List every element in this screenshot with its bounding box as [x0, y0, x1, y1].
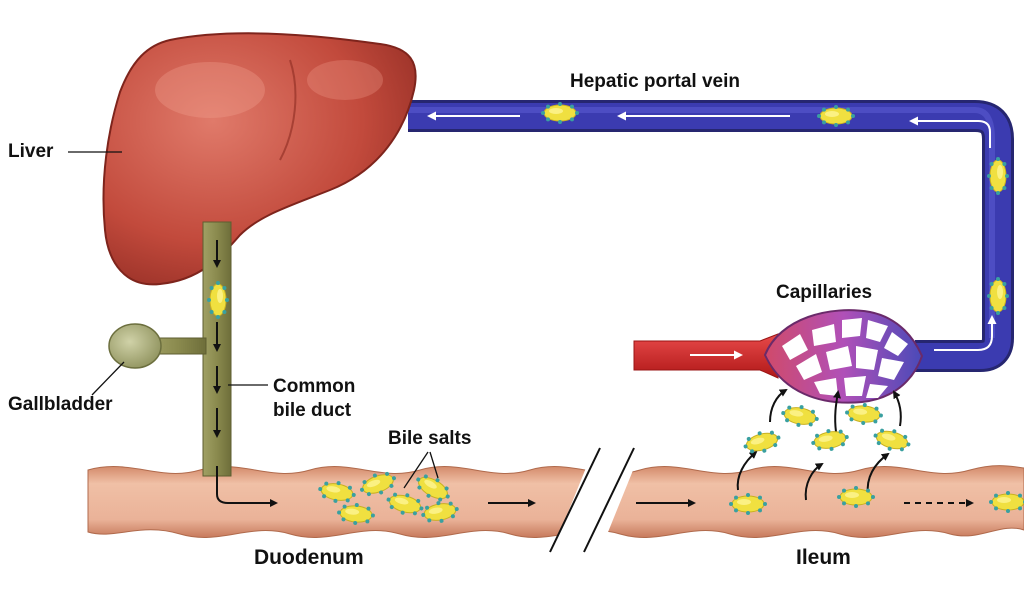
bile-salt-cluster — [207, 281, 229, 319]
absorption-arrows — [736, 388, 902, 501]
liver-body — [102, 32, 417, 286]
bile-salt-cluster — [421, 501, 459, 523]
liver — [102, 32, 417, 286]
gallbladder — [108, 323, 162, 369]
bile-salt-cluster — [360, 471, 396, 497]
bile-salt-cluster — [386, 492, 424, 516]
bile-salt-cluster — [781, 405, 819, 427]
gallbladder-leader-line — [91, 361, 125, 396]
bile-salt-cluster — [989, 491, 1024, 513]
artery — [633, 333, 779, 379]
intestine-break-gap — [550, 448, 642, 556]
bile-salt-cluster — [873, 428, 911, 452]
common-bile-duct-label-line2: bile duct — [273, 400, 352, 421]
bile-salt-cluster — [743, 430, 781, 454]
hepatic-portal-vein — [408, 100, 1014, 372]
bile-salts-label: Bile salts — [388, 428, 472, 449]
bile-salt-clusters — [207, 102, 1024, 525]
liver-lobe-line — [279, 59, 297, 161]
absorption-arrow — [804, 462, 824, 501]
absorption-arrow — [769, 388, 788, 423]
duodenum-label: Duodenum — [254, 546, 364, 569]
bile-salt-cluster — [837, 486, 875, 508]
break-line-right — [583, 447, 635, 553]
capillary-holes — [782, 318, 908, 398]
bile-salt-cluster — [416, 474, 450, 502]
common-bile-duct-label-line1: Common — [273, 376, 356, 397]
bile-salt-cluster — [337, 503, 375, 525]
flow-arrow — [909, 116, 991, 148]
bile-salt-cluster — [318, 481, 356, 503]
duct-to-intestine-arrow — [216, 466, 278, 507]
leader-lines — [68, 151, 439, 489]
bile-salt-cluster — [845, 403, 883, 425]
bile-salt-cluster — [817, 105, 855, 127]
bile-salt-cluster — [541, 102, 579, 124]
capillaries-label: Capillaries — [776, 282, 873, 303]
absorption-arrow — [833, 390, 841, 433]
absorption-arrow — [736, 450, 758, 491]
liver-label: Liver — [8, 141, 54, 162]
liver-highlight — [307, 60, 383, 100]
liver-highlight — [155, 62, 265, 118]
bile-salt-cluster — [987, 157, 1009, 195]
vein-tube-fill — [408, 103, 1011, 369]
gallbladder-label: Gallbladder — [8, 394, 113, 415]
bile-duct-system — [108, 221, 278, 507]
ileum-label: Ileum — [796, 546, 851, 569]
bile-salt-cluster — [729, 493, 767, 515]
bile-salt-cluster — [987, 277, 1009, 315]
break-line-left — [549, 447, 601, 553]
flow-arrow — [934, 315, 997, 351]
bile-salt-cluster — [811, 429, 849, 451]
bile-salts-leader-line — [403, 451, 429, 489]
bile-salts-leader-line — [429, 451, 439, 479]
vein-tube-highlight — [408, 107, 995, 338]
hepatic-portal-vein-label: Hepatic portal vein — [570, 71, 740, 92]
absorption-arrow — [892, 390, 902, 427]
capillary-bed — [763, 309, 924, 404]
vein-tube — [408, 100, 1014, 372]
